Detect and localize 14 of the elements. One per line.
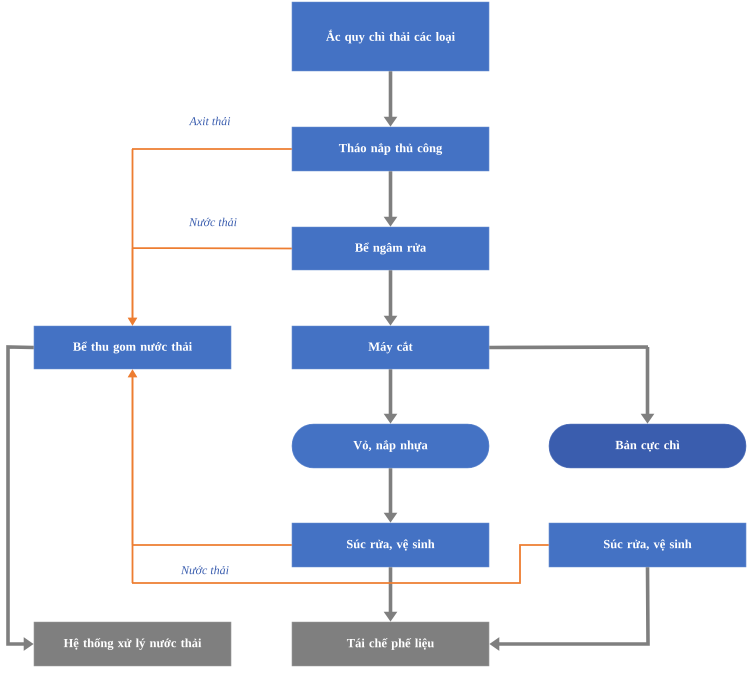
process-box: Súc rửa, vệ sinh [292,522,490,568]
edge-label: Nước thải [188,216,238,228]
process-box: Bể ngâm rửa [292,226,490,270]
output-box: Tái chế phế liệu [292,622,490,666]
output-box: Hệ thống xử lý nước thải [34,622,232,666]
edge-label: Nước thải [180,564,230,576]
rounded-box: Bản cực chì [548,424,746,468]
rounded-box: Vỏ, nắp nhựa [292,424,490,468]
process-box: Tháo nắp thủ công [292,126,490,172]
process-box: Ắc quy chì thải các loại [292,2,490,72]
process-box: Máy cắt [292,326,490,370]
process-box: Bể thu gom nước thải [34,326,232,370]
process-box: Súc rửa, vệ sinh [548,522,746,568]
edge-label: Axit thải [188,116,232,126]
